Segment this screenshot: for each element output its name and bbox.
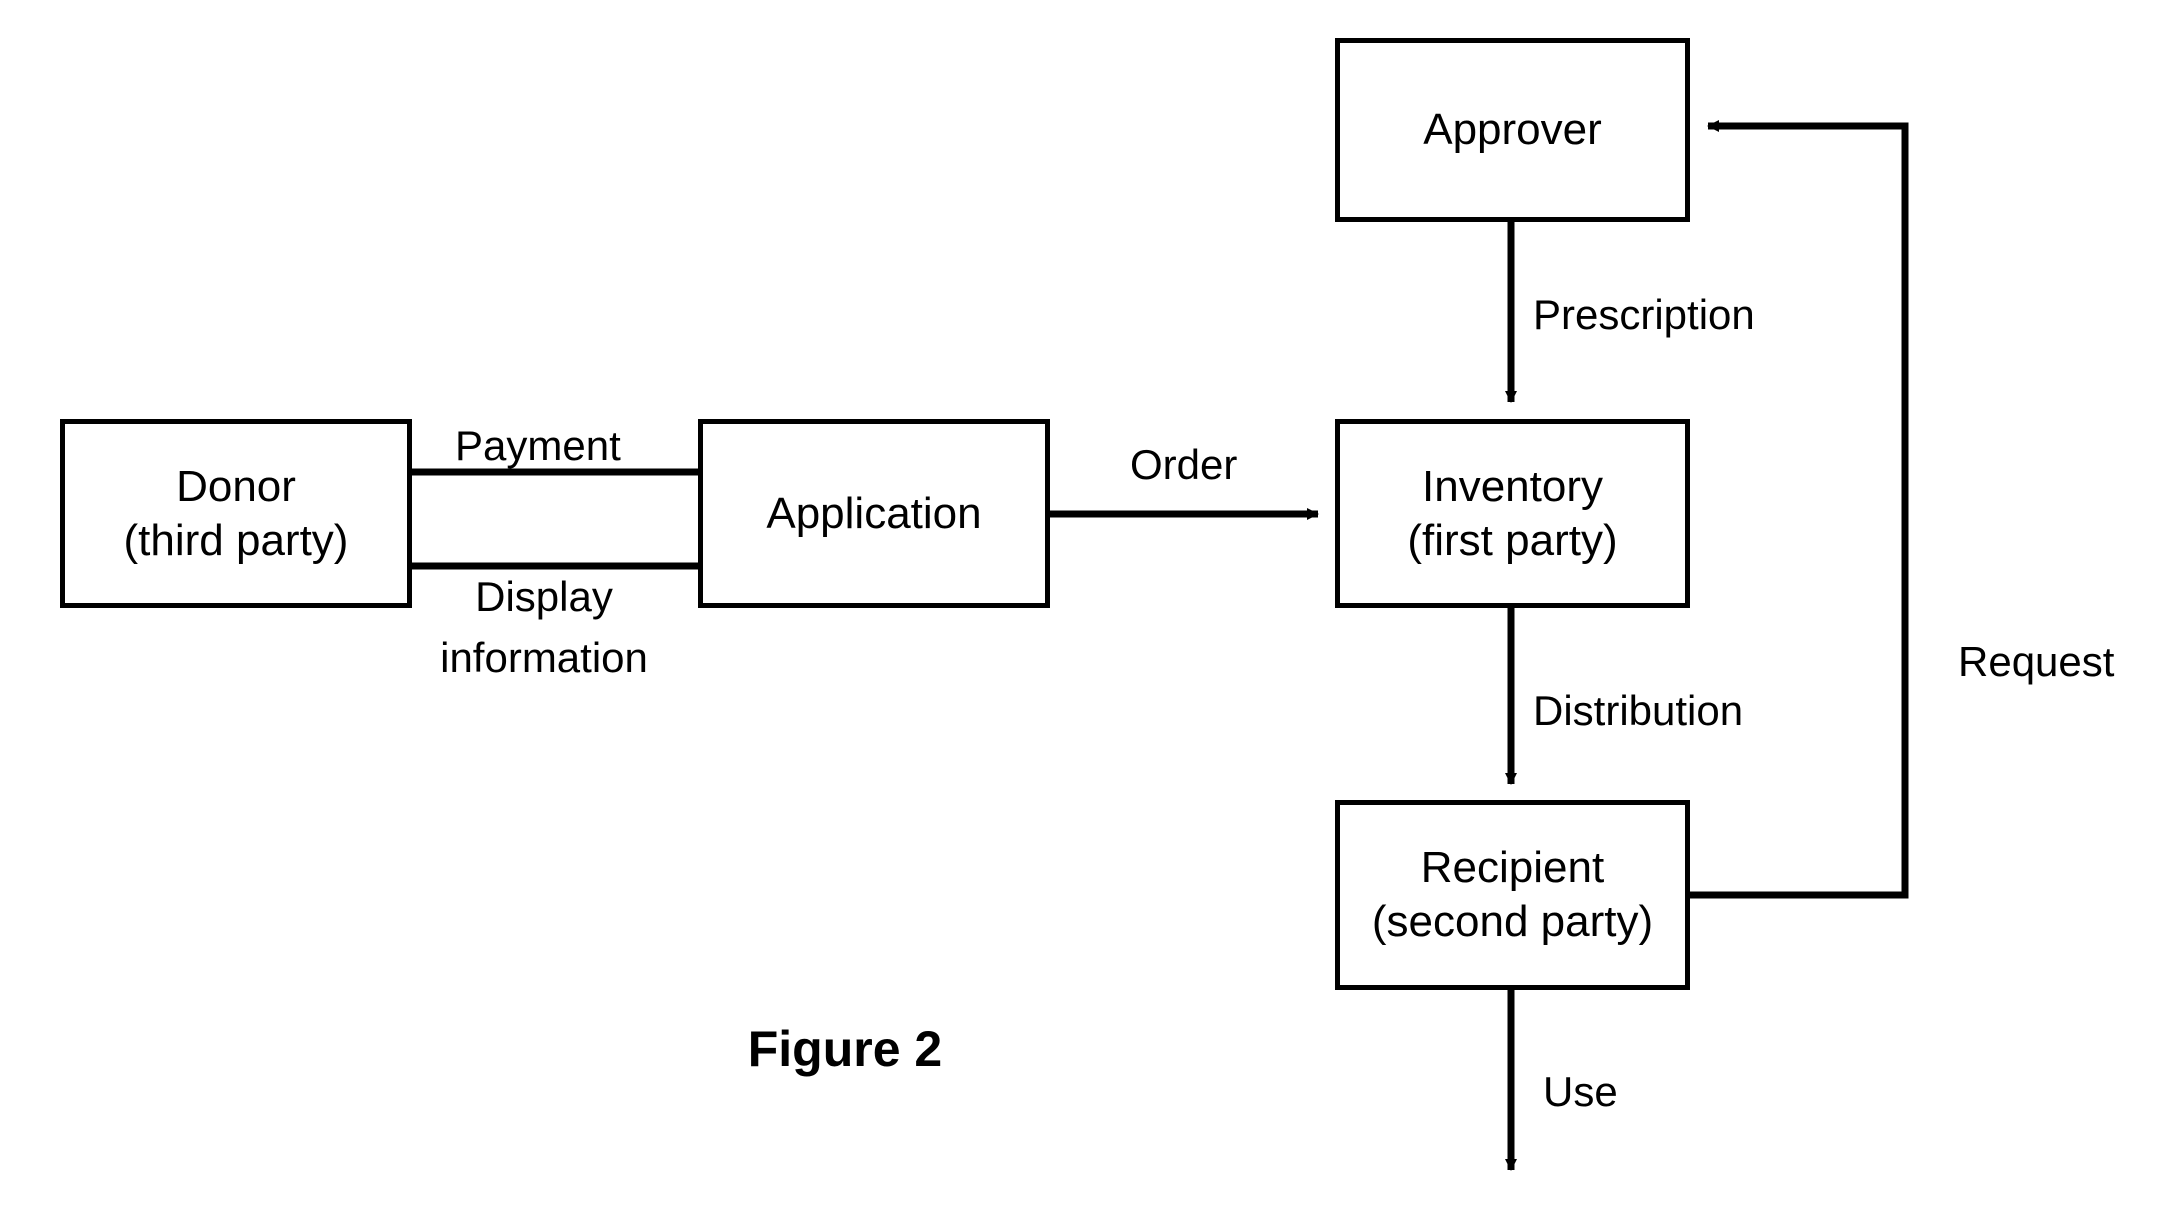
edge-label-order: Order (1130, 441, 1238, 488)
node-application-label-line1: Application (766, 488, 982, 538)
node-inventory-label-line2: (first party) (1407, 515, 1618, 565)
node-recipient[interactable]: Recipient (second party) (1335, 800, 1690, 990)
node-donor-label-line1: Donor (176, 461, 296, 511)
figure-caption: Figure 2 (747, 1021, 943, 1077)
node-application[interactable]: Application (698, 419, 1050, 608)
node-approver-label-line1: Approver (1423, 105, 1602, 155)
node-donor-label-line2: (third party) (123, 515, 349, 565)
edge-label-prescription: Prescription (1533, 291, 1755, 338)
node-recipient-label-line1: Recipient (1420, 843, 1605, 893)
node-recipient-label-line2: (second party) (1371, 897, 1654, 946)
edge-label-distribution: Distribution (1533, 687, 1744, 734)
edge-label-request: Request (1958, 638, 2115, 685)
node-approver[interactable]: Approver (1335, 38, 1690, 222)
edge-label-use: Use (1543, 1068, 1618, 1115)
node-inventory[interactable]: Inventory (first party) (1335, 419, 1690, 608)
edge-label-display-information: information (440, 634, 648, 681)
edge-label-display: Display (475, 573, 613, 620)
edge-label-payment: Payment (455, 422, 621, 469)
node-inventory-label-line1: Inventory (1422, 461, 1603, 511)
node-donor[interactable]: Donor (third party) (60, 419, 412, 608)
connector-request (1690, 120, 1909, 899)
